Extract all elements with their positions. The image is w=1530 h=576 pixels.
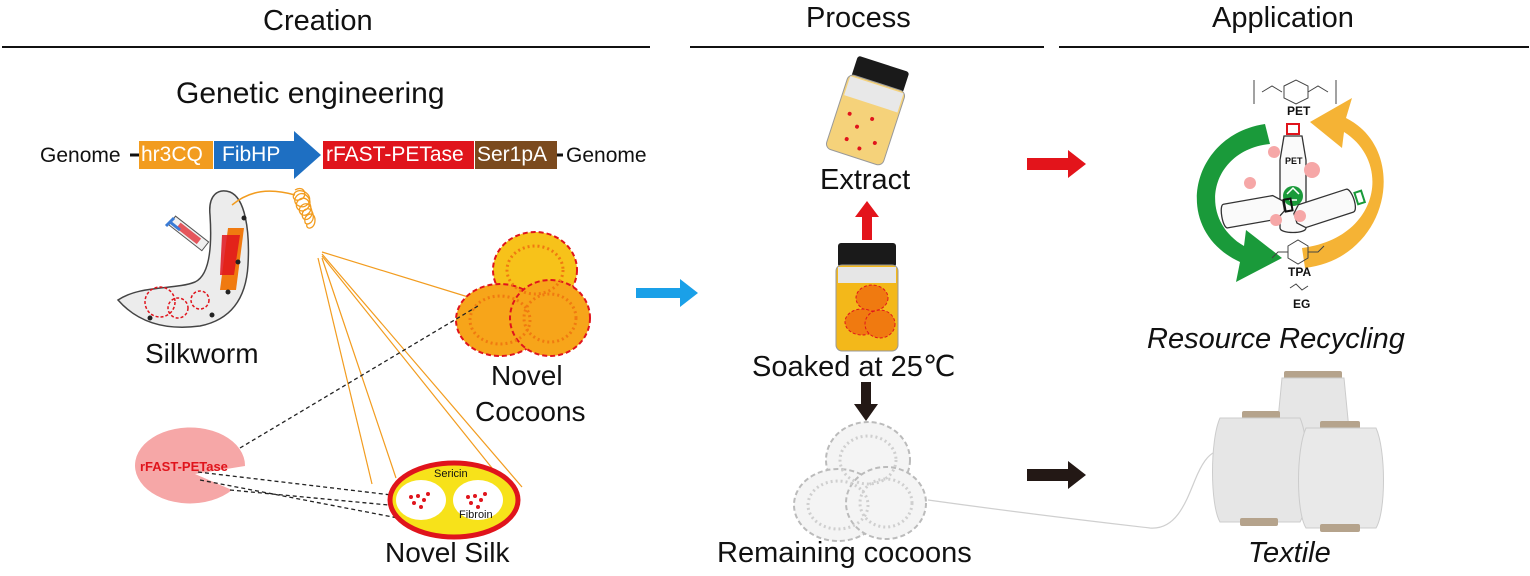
red-right-arrow: [1027, 150, 1086, 178]
pet-bottle-vertical: [1279, 123, 1307, 234]
cocoons-label-line2: Cocoons: [475, 396, 586, 427]
pet-bottle-left: [1220, 194, 1294, 229]
silkworm-label: Silkworm: [145, 338, 259, 369]
creation-divider: [2, 46, 650, 48]
silkworm-illustration: [116, 190, 250, 328]
thread-to-textile: [927, 451, 1216, 529]
thread-coil: [292, 187, 316, 229]
textile-spools: [1212, 371, 1384, 532]
fibhp-label: FibHP: [222, 143, 281, 166]
novel-cocoons-illustration: [455, 231, 591, 357]
pet-structure: [1253, 79, 1337, 105]
novel-silk-cross-section: [387, 460, 521, 540]
novel-silk-label: Novel Silk: [385, 537, 510, 568]
textile-label: Textile: [1248, 537, 1331, 569]
eg-label: EG: [1293, 297, 1311, 311]
rfast-petase-label: rFAST-PETase: [326, 143, 464, 166]
genome-left-label: Genome: [40, 144, 121, 167]
hr3cq-label: hr3CQ: [141, 143, 203, 166]
eg-structure: [1289, 283, 1309, 291]
ser1pa-label: Ser1pA: [477, 143, 548, 166]
dark-down-arrow: [854, 382, 878, 421]
genome-right-label: Genome: [566, 144, 647, 167]
sericin-label: Sericin: [434, 468, 468, 480]
ser1pa-block: [475, 141, 557, 169]
pet-bottle-right: [1293, 188, 1367, 229]
tpa-label: TPA: [1288, 265, 1312, 279]
application-divider: [1059, 46, 1529, 48]
rfast-petase-block: [323, 141, 474, 169]
resource-recycling-label: Resource Recycling: [1147, 323, 1405, 355]
remaining-cocoons-label: Remaining cocoons: [717, 537, 972, 569]
soaked-vial: [835, 243, 899, 352]
red-up-arrow: [855, 201, 879, 240]
pet-top-label: PET: [1287, 104, 1311, 118]
process-divider: [690, 46, 1044, 48]
remaining-cocoons-illustration: [793, 421, 927, 542]
blue-arrow: [636, 279, 698, 307]
fibroin-label: Fibroin: [459, 509, 493, 521]
rfast-petase-enzyme-shape: [135, 427, 246, 504]
silk-thread: [231, 190, 296, 206]
soaked-label: Soaked at 25℃: [752, 351, 956, 383]
extract-vial: [825, 56, 909, 166]
cocoons-label-line1: Novel: [491, 360, 563, 391]
tpa-structure: [1271, 239, 1325, 265]
green-cycle-arrow: [1196, 124, 1282, 282]
pet-bottle-label: PET: [1285, 156, 1303, 166]
genetic-engineering-heading: Genetic engineering: [176, 77, 445, 110]
fibhp-promoter-arrow: [214, 131, 321, 179]
section-title-process: Process: [806, 2, 911, 34]
yellow-cycle-arrow: [1302, 98, 1384, 268]
section-title-creation: Creation: [263, 5, 373, 37]
hr3cq-block: [139, 141, 213, 169]
extract-label: Extract: [820, 164, 911, 196]
enzyme-label: rFAST-PETase: [140, 459, 228, 474]
section-title-application: Application: [1212, 2, 1354, 34]
dark-right-arrow: [1027, 461, 1086, 489]
